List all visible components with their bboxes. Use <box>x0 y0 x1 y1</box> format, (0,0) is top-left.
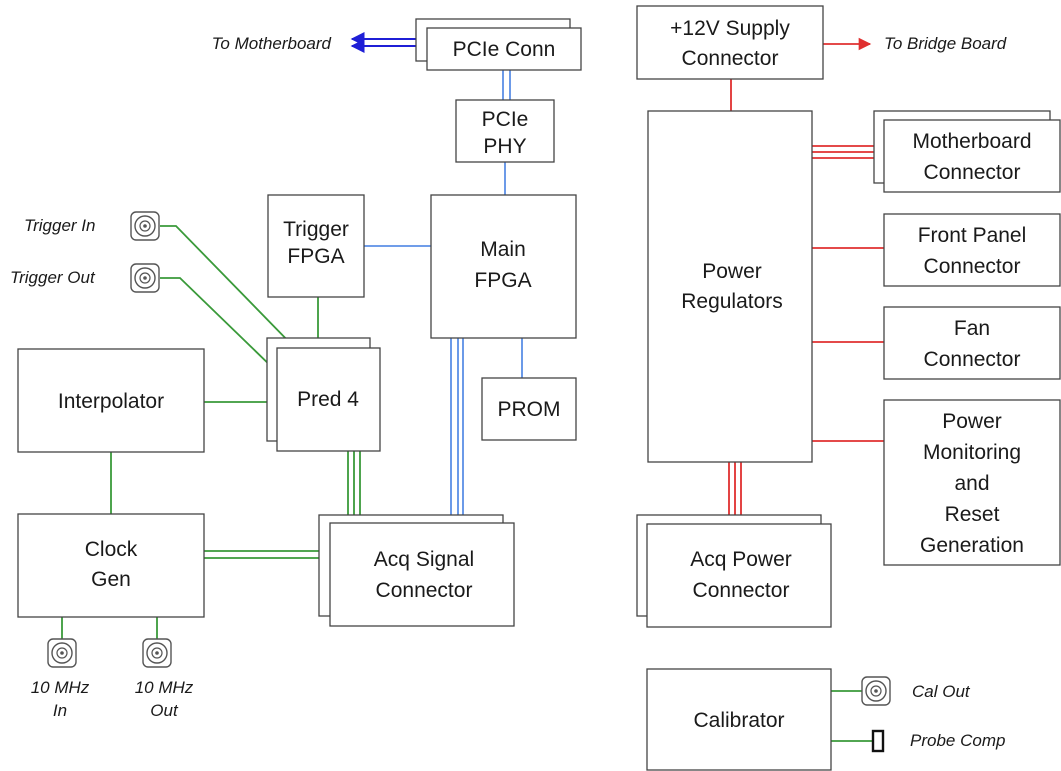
motherboard-connector-label: Connector <box>924 161 1021 184</box>
prom-block: PROM <box>481 377 577 441</box>
interpolator-label: Interpolator <box>58 390 164 413</box>
calibrator-label: Calibrator <box>693 709 784 732</box>
power-regulators-label: Power <box>702 260 762 283</box>
power-monitoring-label: Reset <box>945 503 1000 526</box>
power-monitoring-label: Monitoring <box>923 441 1021 464</box>
power-monitoring-label: Power <box>942 410 1002 433</box>
power-regulators-label: Regulators <box>681 290 783 313</box>
pcie-links <box>350 32 428 53</box>
trigger-out-wire <box>160 277 277 372</box>
main-fpga-label: FPGA <box>474 269 531 292</box>
prom-label: PROM <box>498 398 561 421</box>
front-panel-connector-label: Front Panel <box>918 224 1027 247</box>
clk-out-label: 10 MHz <box>135 678 194 697</box>
clock-gen-block: Clock Gen <box>17 513 205 618</box>
pred4-block: Pred 4 <box>266 337 381 452</box>
cal-out-label: Cal Out <box>912 682 971 701</box>
trigger-in-label: Trigger In <box>24 216 96 235</box>
bnc-connector-icon <box>130 211 160 241</box>
power-regulators-block: Power Regulators <box>647 110 813 463</box>
acq-signal-connector-label: Acq Signal <box>374 548 474 571</box>
supply-connector-label: Connector <box>682 47 779 70</box>
acq-power-connector-block: Acq Power Connector <box>636 514 832 628</box>
clk-in-label: In <box>53 701 67 720</box>
pcie-conn-label: PCIe Conn <box>453 38 556 61</box>
trigger-fpga-label: Trigger <box>283 218 349 241</box>
acq-power-connector-label: Acq Power <box>690 548 792 571</box>
probe-comp-label: Probe Comp <box>910 731 1005 750</box>
fan-connector-label: Connector <box>924 348 1021 371</box>
to-bridge-board-label: To Bridge Board <box>884 34 1007 53</box>
acq-signal-connector-label: Connector <box>376 579 473 602</box>
trigger-out-label: Trigger Out <box>10 268 96 287</box>
pcie-phy-label: PCIe <box>482 108 529 131</box>
clock-gen-label: Gen <box>91 568 131 591</box>
main-fpga-block: Main FPGA <box>430 194 577 339</box>
data-bus-lines <box>364 70 523 523</box>
power-lines <box>728 37 884 524</box>
power-monitoring-block: Power Monitoring and Reset Generation <box>883 399 1061 566</box>
bnc-connector-icon <box>130 263 160 293</box>
power-monitoring-label: Generation <box>920 534 1024 557</box>
trigger-fpga-label: FPGA <box>287 245 344 268</box>
to-motherboard-label: To Motherboard <box>212 34 332 53</box>
interpolator-block: Interpolator <box>17 348 205 453</box>
main-fpga-label: Main <box>480 238 526 261</box>
signal-lines <box>61 225 872 742</box>
pcie-phy-label: PHY <box>483 135 526 158</box>
supply-connector-label: +12V Supply <box>670 17 790 40</box>
probe-comp-terminal-icon <box>871 729 885 753</box>
front-panel-connector-block: Front Panel Connector <box>883 213 1061 287</box>
trigger-fpga-block: Trigger FPGA <box>267 194 365 298</box>
clk-in-label: 10 MHz <box>31 678 90 697</box>
pcie-phy-block: PCIe PHY <box>455 99 555 163</box>
motherboard-connector-label: Motherboard <box>912 130 1031 153</box>
acq-power-connector-label: Connector <box>693 579 790 602</box>
fan-connector-block: Fan Connector <box>883 306 1061 380</box>
bnc-connector-icon <box>142 638 172 668</box>
motherboard-connector-block: Motherboard Connector <box>873 110 1061 193</box>
fan-connector-label: Fan <box>954 317 990 340</box>
front-panel-connector-label: Connector <box>924 255 1021 278</box>
calibrator-block: Calibrator <box>646 668 832 771</box>
acq-signal-connector-block: Acq Signal Connector <box>318 514 515 627</box>
bnc-connector-icon <box>861 676 891 706</box>
supply-connector-block: +12V Supply Connector <box>636 5 824 80</box>
clk-out-label: Out <box>150 701 179 720</box>
trigger-in-wire <box>160 225 297 350</box>
pcie-conn-block: PCIe Conn <box>415 18 582 71</box>
bnc-connector-icon <box>47 638 77 668</box>
power-monitoring-label: and <box>954 472 989 495</box>
clock-gen-label: Clock <box>85 538 138 561</box>
pred4-label: Pred 4 <box>297 388 359 411</box>
